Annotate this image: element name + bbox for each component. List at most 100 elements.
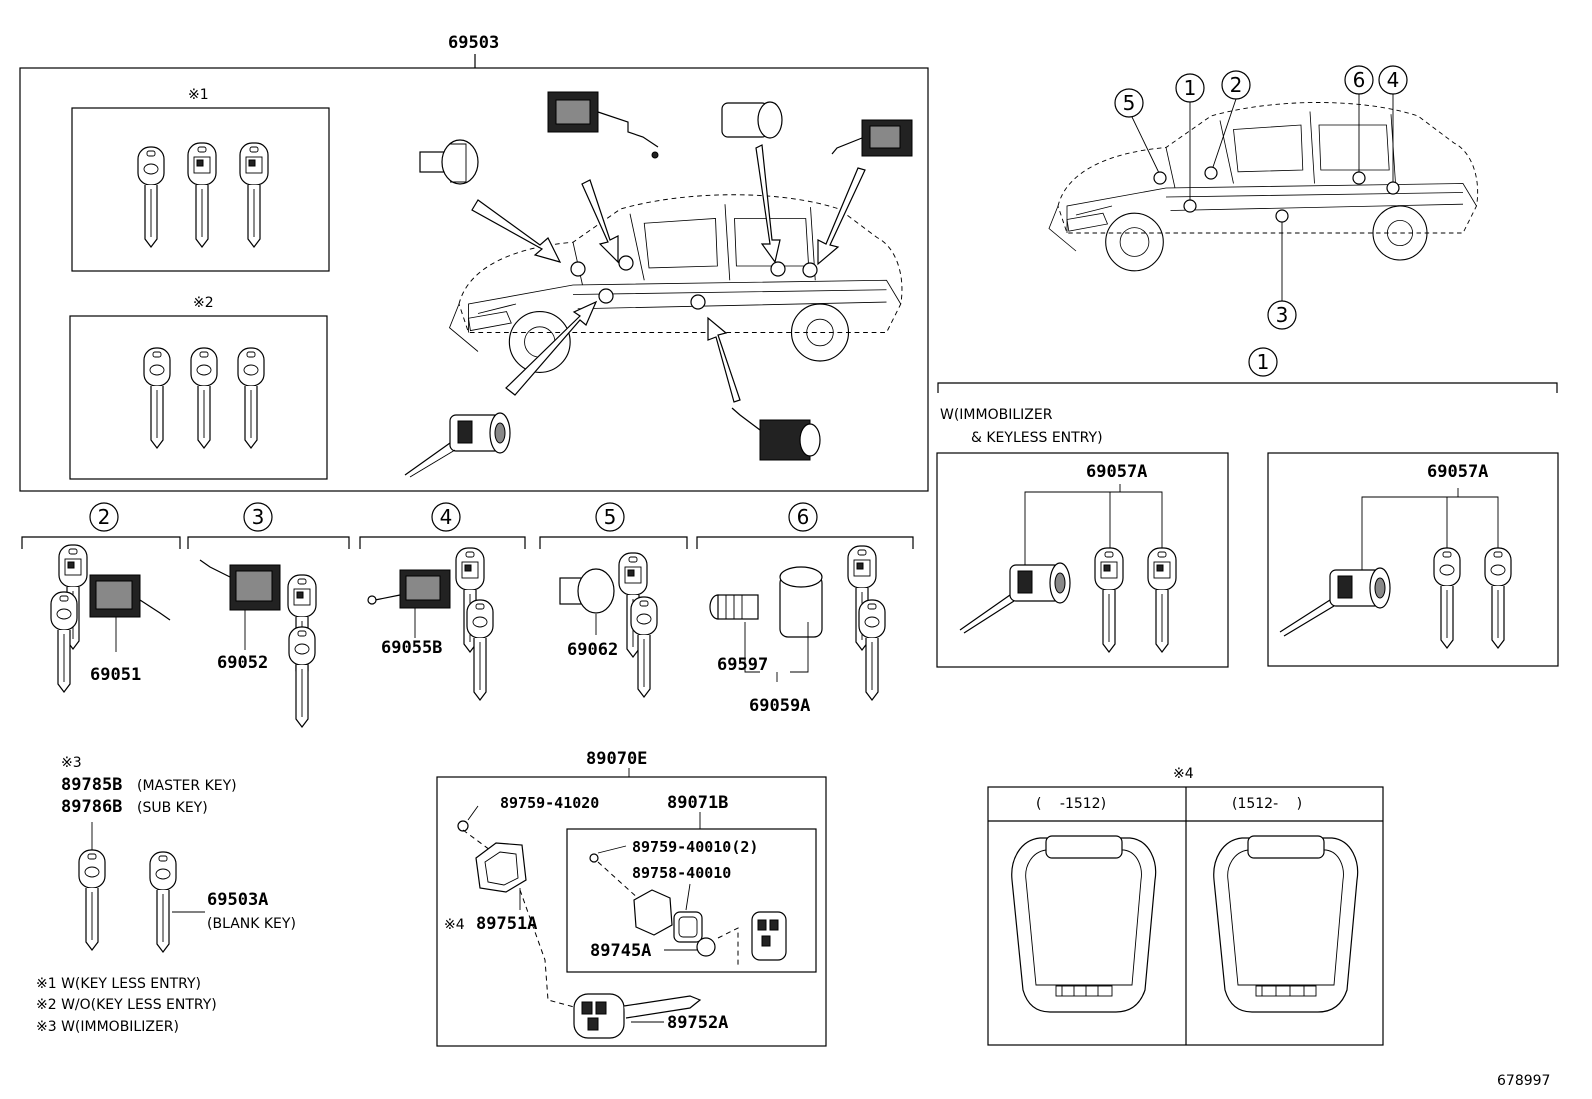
variant1-key-box: [71, 107, 330, 272]
svg-text:5: 5: [1123, 91, 1136, 115]
screw-icon: [457, 820, 469, 832]
locator-callout-2[interactable]: 2: [1211, 70, 1251, 171]
gasket-part[interactable]: 89758-40010: [632, 864, 731, 882]
sub-key-part[interactable]: 89786B: [61, 797, 122, 817]
section-6-number: 6: [797, 505, 810, 529]
variant2-mark: ※2: [193, 295, 214, 311]
key-icon: [149, 851, 177, 953]
section-1-number: 1: [1257, 350, 1270, 374]
section-5: 5 69062: [539, 502, 688, 698]
locator-callout-1[interactable]: 1: [1175, 73, 1205, 203]
locator-diagram: 5 1 2 6 4 3: [1048, 65, 1479, 330]
section-4: 4 69055B: [359, 502, 526, 701]
section-6-part-1[interactable]: 69597: [717, 655, 768, 675]
section-2-part[interactable]: 69051: [90, 665, 141, 685]
svg-text:3: 3: [1276, 303, 1289, 327]
key-icon: [190, 347, 218, 449]
section-4-number: 4: [440, 505, 453, 529]
section-1-condition-line1: W(IMMOBILIZER: [940, 407, 1053, 423]
footnote-3: ※3 W(IMMOBILIZER): [36, 1019, 179, 1035]
key-icon: [78, 849, 106, 951]
section-5-number: 5: [604, 505, 617, 529]
sub-key-label: (SUB KEY): [137, 800, 208, 816]
key-icon: [858, 599, 886, 701]
locator-callout-6[interactable]: 6: [1344, 65, 1374, 175]
note4-table: ※4 ( -1512) (1512- ): [987, 766, 1384, 1046]
section-1-right-part[interactable]: 69057A: [1427, 462, 1488, 482]
variant2-keys[interactable]: [143, 347, 265, 449]
section-6: 6 69597 69059A: [696, 502, 914, 716]
locator-callout-5[interactable]: 5: [1114, 88, 1161, 176]
section-5-part[interactable]: 69062: [567, 640, 618, 660]
section-3-part[interactable]: 69052: [217, 653, 268, 673]
transmitter-part[interactable]: 89070E: [586, 749, 647, 769]
main-assembly: 69503 ※1 ※2: [19, 33, 929, 492]
blank-key-label: (BLANK KEY): [207, 916, 296, 932]
key-icon: [143, 347, 171, 449]
section-2: 2 69051: [21, 502, 181, 693]
footnotes: ※1 W(KEY LESS ENTRY) ※2 W/O(KEY LESS ENT…: [36, 976, 217, 1035]
cover-variant-left[interactable]: [1011, 835, 1157, 1013]
circuit-board-icon: [633, 889, 673, 936]
svg-text:6: 6: [1353, 68, 1366, 92]
keyfob-icon: [1094, 547, 1124, 653]
loose-parts: [404, 91, 913, 478]
footnote-1: ※1 W(KEY LESS ENTRY): [36, 976, 201, 992]
gasket-icon: [673, 911, 703, 943]
section-3: 3 69052: [187, 502, 350, 728]
transmitter-assembly: 89070E 89759-41020 ※4 89751A 89071B 8975…: [436, 749, 827, 1047]
section-3-number: 3: [252, 505, 265, 529]
svg-text:2: 2: [1230, 73, 1243, 97]
variant1-mark: ※1: [188, 87, 209, 103]
locator-callout-4[interactable]: 4: [1378, 65, 1408, 185]
master-key-part[interactable]: 89785B: [61, 775, 122, 795]
key-icon: [237, 347, 265, 449]
key-icon: [137, 146, 165, 248]
key-icon: [288, 626, 316, 728]
cover-variant-right[interactable]: [1213, 835, 1359, 1013]
key-blade-icon: [573, 993, 702, 1039]
section-2-number: 2: [98, 505, 111, 529]
main-assembly-frame: [19, 67, 929, 492]
blank-key-part[interactable]: 69503A: [207, 890, 268, 910]
variant2-key-box: [69, 315, 328, 480]
sub-screw-part[interactable]: 89759-40010(2): [632, 838, 758, 856]
section-1: 1 W(IMMOBILIZER & KEYLESS ENTRY) 69057A …: [936, 347, 1559, 668]
component-arrows: [471, 144, 866, 403]
master-key-label: (MASTER KEY): [137, 778, 237, 794]
note4-left-range: ( -1512): [1036, 796, 1106, 812]
transmitter-frame: [436, 776, 827, 1047]
section-6-part-2[interactable]: 69059A: [749, 696, 810, 716]
screw-icon: [589, 853, 599, 863]
battery-icon: [696, 937, 716, 957]
vehicle-illustration: [448, 194, 903, 373]
section-1-left-box: [936, 452, 1229, 668]
battery-part[interactable]: 89745A: [590, 941, 651, 961]
section-4-part[interactable]: 69055B: [381, 638, 442, 658]
sub-assembly-frame: [566, 828, 817, 973]
keyfob-icon: [1147, 547, 1177, 653]
keys-mark: ※3: [61, 755, 82, 771]
svg-text:1: 1: [1184, 76, 1197, 100]
keys-group: ※3 89785B (MASTER KEY) 89786B (SUB KEY) …: [61, 755, 296, 953]
keyfob-icon: [187, 142, 217, 248]
main-assembly-part-number[interactable]: 69503: [448, 33, 499, 53]
transmitter-screw-part[interactable]: 89759-41020: [500, 794, 599, 812]
key-icon: [1433, 547, 1461, 649]
section-1-right-box: [1267, 452, 1559, 667]
svg-text:4: 4: [1387, 68, 1400, 92]
cover-mark: ※4: [444, 917, 465, 933]
section-1-condition-line2: & KEYLESS ENTRY): [971, 430, 1103, 446]
locator-callout-3[interactable]: 3: [1267, 218, 1297, 330]
variant1-keys[interactable]: [137, 142, 269, 248]
note4-right-range: (1512- ): [1232, 796, 1302, 812]
footnote-2: ※2 W/O(KEY LESS ENTRY): [36, 997, 217, 1013]
sub-assembly-part[interactable]: 89071B: [667, 793, 728, 813]
note4-mark: ※4: [1173, 766, 1194, 782]
key-blade-part[interactable]: 89752A: [667, 1013, 728, 1033]
key-icon: [1484, 547, 1512, 649]
figure-id: 678997: [1497, 1073, 1550, 1089]
section-1-left-part[interactable]: 69057A: [1086, 462, 1147, 482]
cover-part[interactable]: 89751A: [476, 914, 537, 934]
keyfob-icon: [239, 142, 269, 248]
